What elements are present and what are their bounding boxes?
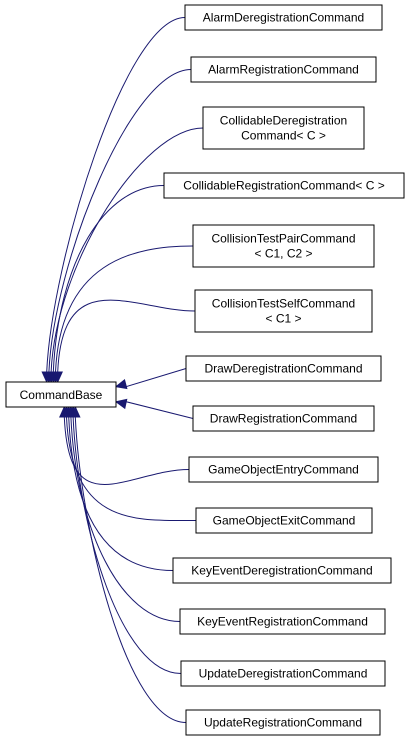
class-label-line: UpdateRegistrationCommand: [204, 716, 362, 730]
inheritance-edge-collisiontestselfcommand-c1: [52, 299, 196, 384]
inheritance-edges: [41, 17, 204, 723]
class-label-line: AlarmDeregistrationCommand: [203, 11, 364, 25]
class-node-collidableregistrationcommand-c[interactable]: CollidableRegistrationCommand< C >: [163, 172, 405, 199]
class-node-drawderegistrationcommand[interactable]: DrawDeregistrationCommand: [185, 355, 382, 382]
inheritance-edge-gameobjectexitcommand: [61, 405, 197, 522]
inheritance-edge-alarmderegistrationcommand: [41, 17, 186, 384]
inheritance-edge-drawregistrationcommand: [114, 398, 194, 419]
class-label-line: CollisionTestPairCommand: [211, 232, 355, 246]
arrowhead-icon: [114, 398, 128, 410]
arrowhead-icon: [70, 405, 81, 418]
class-nodes: CommandBase AlarmDeregistrationCommandAl…: [5, 4, 405, 736]
class-node-alarmregistrationcommand[interactable]: AlarmRegistrationCommand: [190, 56, 377, 83]
class-label-line: CollidableDeregistration: [220, 114, 347, 128]
class-label-line: < C1 >: [265, 312, 301, 326]
inheritance-edge-gameobjectentrycommand: [59, 405, 190, 485]
class-label-line: GameObjectExitCommand: [213, 514, 356, 528]
inheritance-edge-collidableregistrationcommand-c: [48, 185, 165, 384]
class-label-line: Command< C >: [241, 129, 326, 143]
inheritance-edge-alarmregistrationcommand: [43, 69, 192, 384]
class-node-gameobjectexitcommand[interactable]: GameObjectExitCommand: [195, 507, 373, 534]
class-label-line: GameObjectEntryCommand: [208, 463, 359, 477]
class-node-keyeventderegistrationcommand[interactable]: KeyEventDeregistrationCommand: [172, 557, 392, 584]
base-class-label: CommandBase: [20, 388, 103, 402]
class-node-alarmderegistrationcommand[interactable]: AlarmDeregistrationCommand: [184, 4, 383, 31]
class-label-line: CollidableRegistrationCommand< C >: [183, 179, 384, 193]
class-node-keyeventregistrationcommand[interactable]: KeyEventRegistrationCommand: [179, 608, 386, 635]
class-node-collisiontestselfcommand-c1[interactable]: CollisionTestSelfCommand< C1 >: [194, 289, 373, 333]
arrowhead-icon: [114, 378, 128, 390]
inheritance-edge-collidablederegistration-command-c: [45, 127, 204, 384]
class-label-line: CollisionTestSelfCommand: [212, 297, 355, 311]
inheritance-edge-updatederegistrationcommand: [67, 405, 182, 674]
base-class-node[interactable]: CommandBase: [5, 381, 117, 408]
class-label-line: DrawRegistrationCommand: [210, 412, 357, 426]
class-label-line: UpdateDeregistrationCommand: [199, 667, 368, 681]
inheritance-edge-keyeventregistrationcommand: [65, 405, 181, 622]
class-label-line: KeyEventRegistrationCommand: [197, 615, 368, 629]
class-node-collisiontestpaircommand-c1-c2[interactable]: CollisionTestPairCommand< C1, C2 >: [192, 224, 375, 268]
class-node-updatederegistrationcommand[interactable]: UpdateDeregistrationCommand: [180, 660, 386, 687]
class-node-gameobjectentrycommand[interactable]: GameObjectEntryCommand: [188, 456, 379, 483]
class-label-line: DrawDeregistrationCommand: [204, 362, 362, 376]
class-node-updateregistrationcommand[interactable]: UpdateRegistrationCommand: [185, 709, 381, 736]
class-label-line: KeyEventDeregistrationCommand: [191, 564, 372, 578]
inheritance-edge-collisiontestpaircommand-c1-c2: [50, 245, 194, 384]
class-label-line: AlarmRegistrationCommand: [208, 63, 359, 77]
inheritance-edge-updateregistrationcommand: [70, 405, 187, 723]
arrowhead-icon: [52, 371, 63, 384]
class-node-drawregistrationcommand[interactable]: DrawRegistrationCommand: [192, 405, 375, 432]
class-label-line: < C1, C2 >: [254, 247, 312, 261]
inheritance-edge-drawderegistrationcommand: [114, 368, 187, 390]
